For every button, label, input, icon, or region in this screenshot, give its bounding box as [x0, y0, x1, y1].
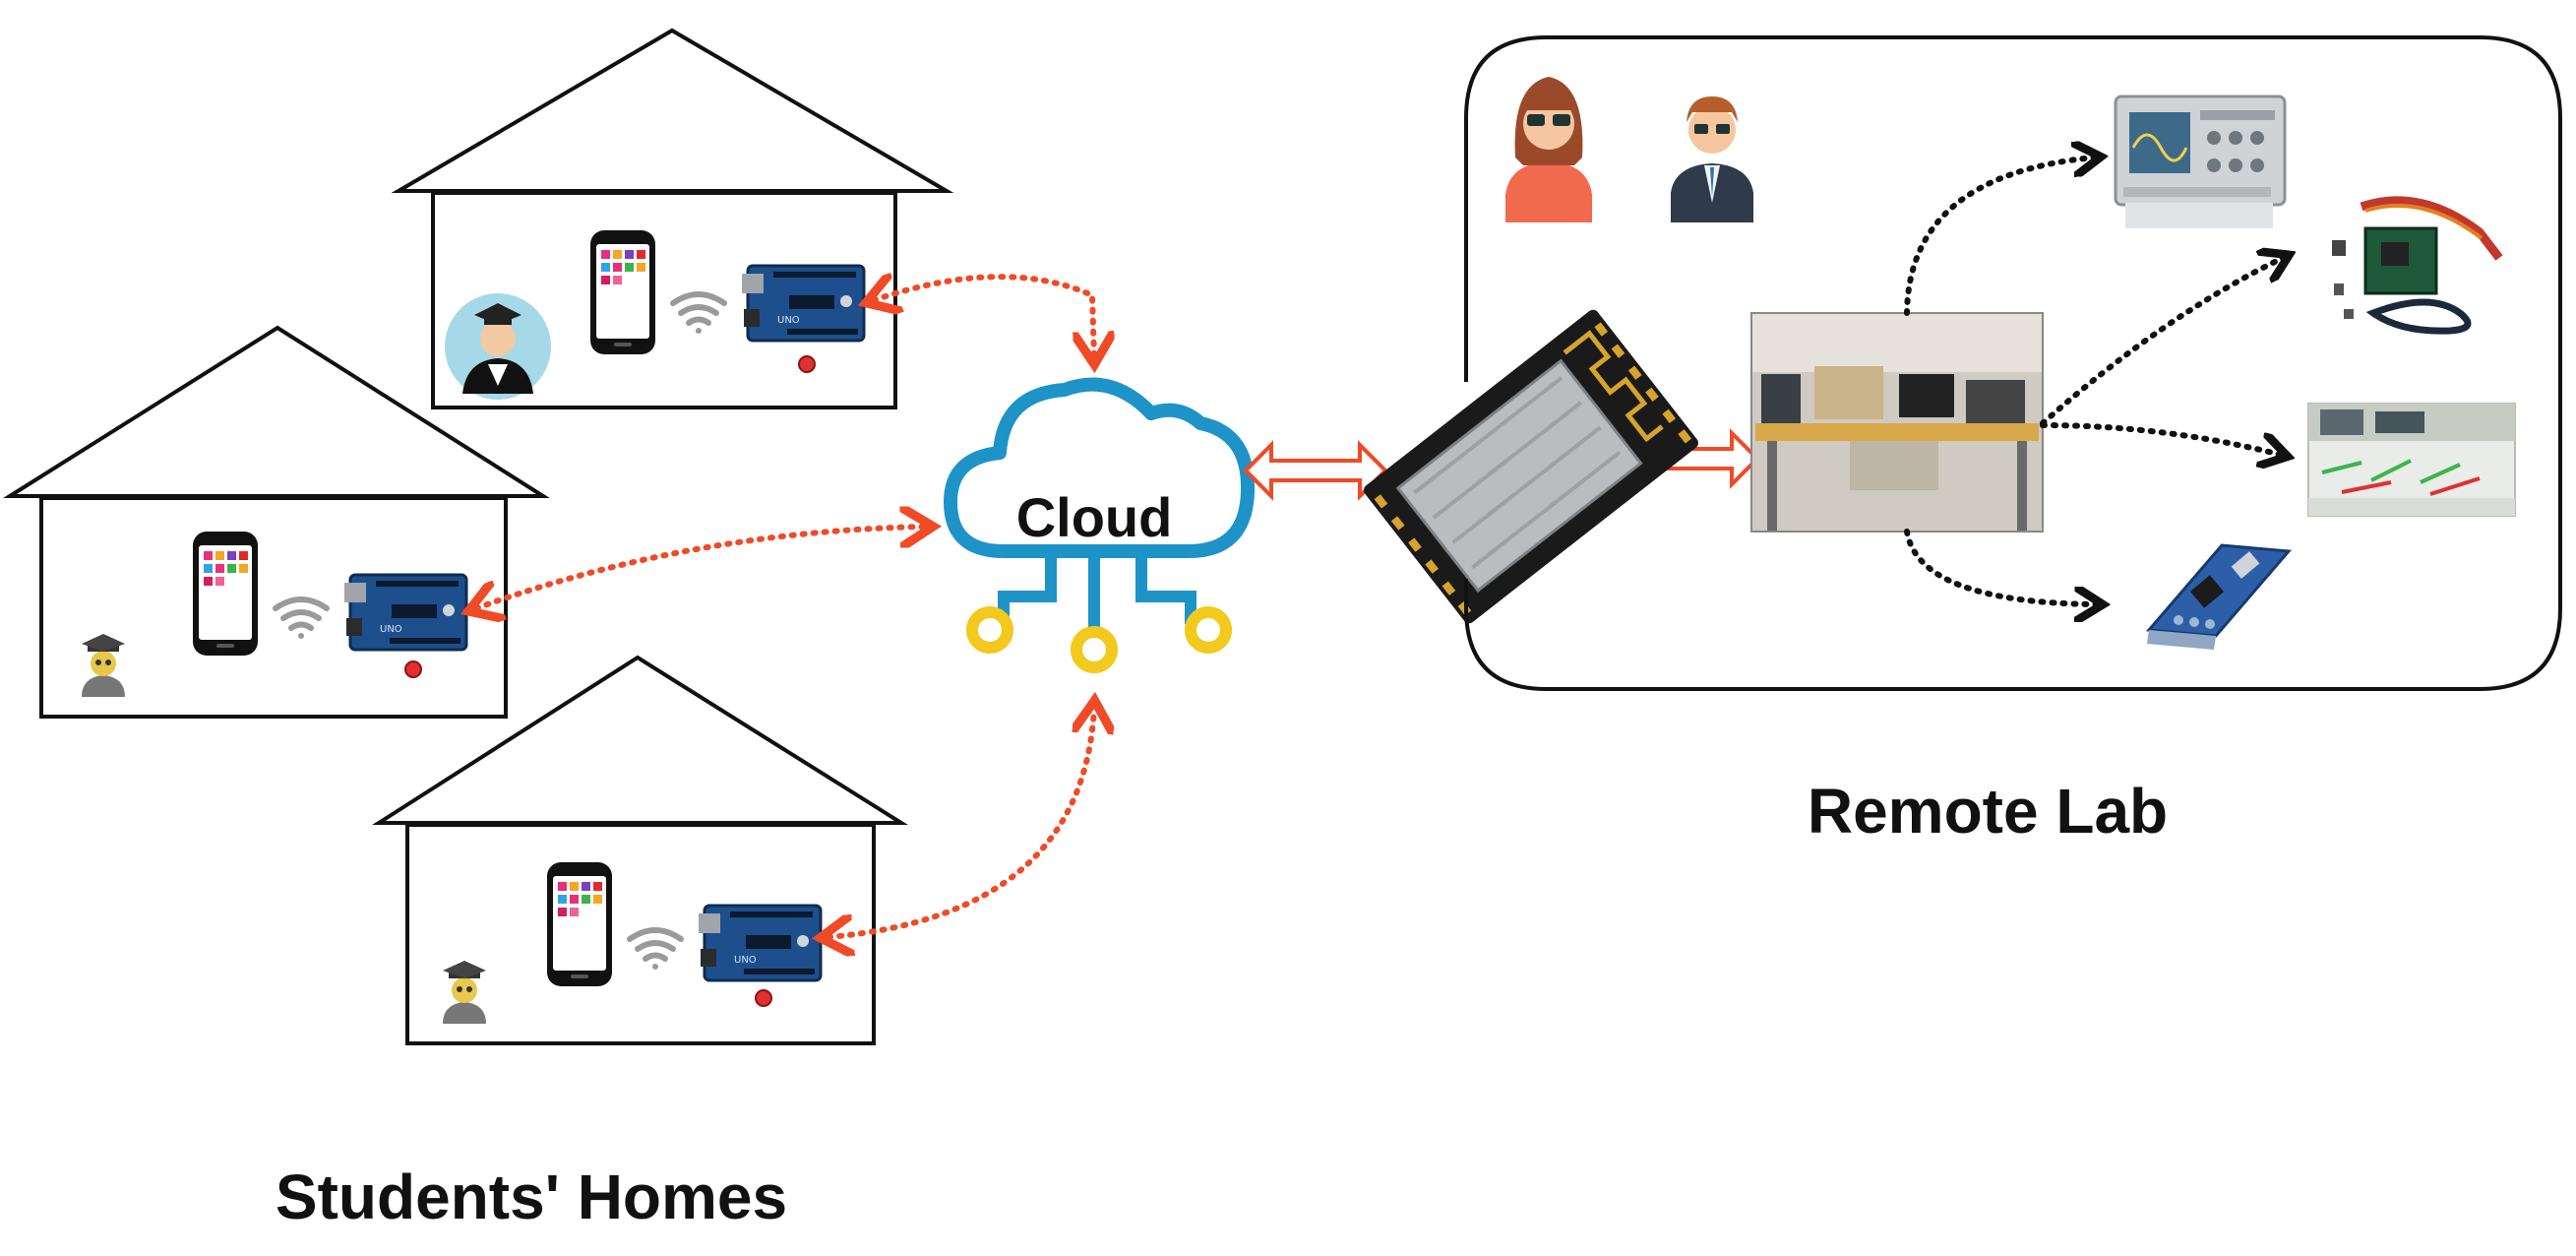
link-home2-cloud — [476, 527, 925, 608]
students-homes-label: Students' Homes — [276, 1162, 787, 1232]
arduino-board-icon — [342, 573, 468, 652]
technician-icon — [1671, 96, 1753, 222]
cloud-icon: Cloud — [944, 377, 1256, 673]
dev-kit-icon — [2332, 196, 2503, 335]
remote-lab-boundary — [1464, 35, 2562, 691]
student-avatar-icon — [445, 293, 551, 400]
arrow-to-fpga-board — [1904, 529, 2096, 604]
lab-workbench-photo — [1750, 312, 2044, 533]
wifi-module-icon — [1364, 309, 1698, 624]
smartphone-icon — [590, 230, 655, 354]
smartphone-icon — [547, 862, 612, 986]
arrow-to-oscilloscope — [1904, 157, 2094, 316]
breadboard-icon — [2307, 403, 2516, 517]
cloud-label: Cloud — [1016, 486, 1173, 548]
oscilloscope-icon — [2114, 94, 2287, 228]
remote-lab-label: Remote Lab — [1808, 776, 2168, 847]
fpga-board-icon — [2145, 543, 2293, 650]
teacher-icon — [1505, 77, 1592, 222]
link-home1-cloud — [874, 277, 1094, 356]
link-home3-cloud — [828, 709, 1094, 937]
student-home-3 — [372, 655, 908, 1045]
arduino-board-icon — [697, 904, 823, 982]
arduino-board-icon — [740, 264, 866, 343]
student-home-2 — [3, 325, 550, 719]
arrow-to-breadboard — [2040, 422, 2281, 455]
arrow-to-dev-kit — [2040, 258, 2283, 426]
smartphone-icon — [193, 532, 258, 656]
student-home-1 — [391, 28, 954, 409]
